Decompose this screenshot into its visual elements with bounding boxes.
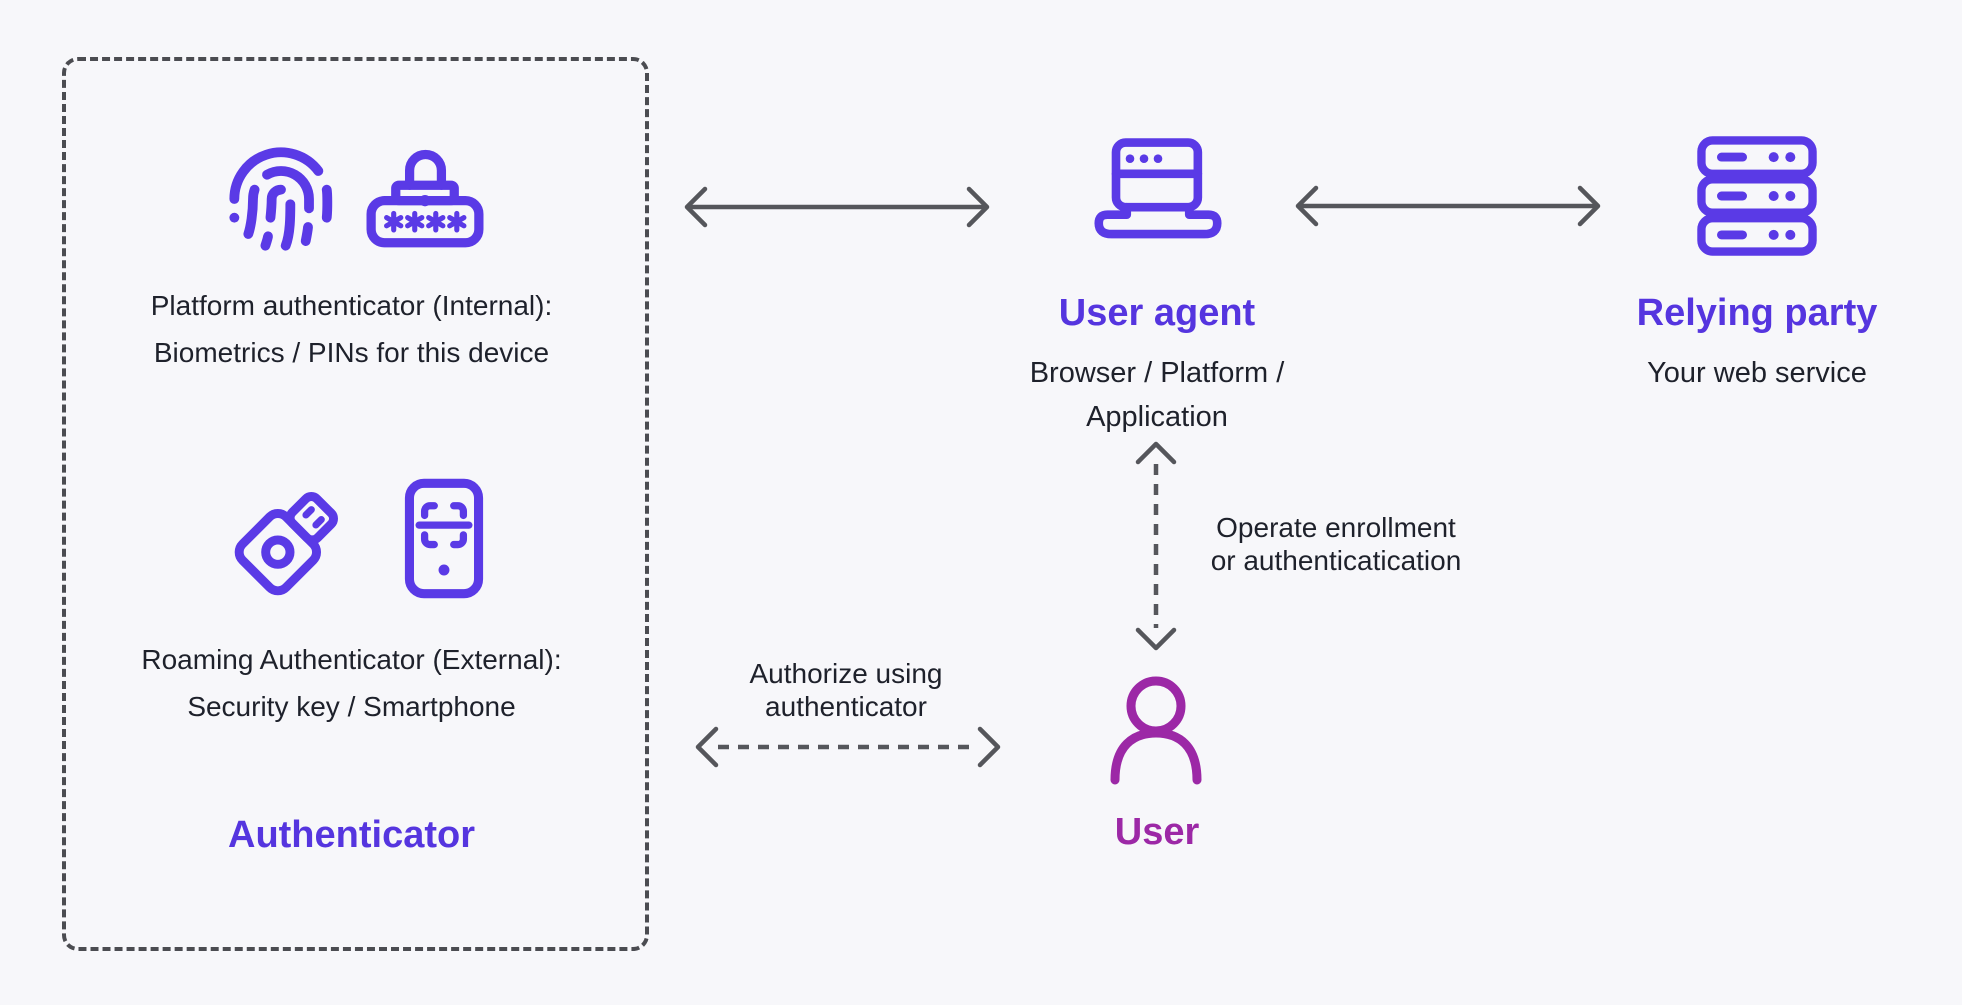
operate-label-line2: or authenticatication [1210,545,1462,576]
arrow-useragent-user [1135,441,1177,651]
roaming-line2: Security key / Smartphone [187,691,516,722]
password-lock-icon [366,149,484,248]
authenticator-title: Authenticator [228,814,475,856]
relying-party-title: Relying party [1636,292,1878,334]
authorize-label: Authorize using authenticator [696,657,996,723]
authenticator-box [62,57,649,951]
person-icon [1110,676,1202,785]
authorize-label-line1: Authorize using [749,658,943,689]
user-agent-subtitle: Browser / Platform / Application [1029,357,1285,433]
arrow-authenticator-user [695,726,1001,768]
browser-icon [1094,138,1222,239]
platform-line1: Platform authenticator (Internal): [150,290,553,321]
roaming-authenticator-text: Roaming Authenticator (External): Securi… [62,636,641,730]
usb-key-icon [234,492,338,596]
relying-party-subtitle: Your web service [1647,357,1867,389]
roaming-line1: Roaming Authenticator (External): [141,644,562,675]
fingerprint-icon [229,147,333,251]
arrow-useragent-relyingparty [1295,185,1601,227]
server-icon [1697,136,1817,256]
operate-enrollment-label: Operate enrollment or authenticatication [1186,511,1486,577]
platform-authenticator-text: Platform authenticator (Internal): Biome… [62,282,641,376]
smartphone-scan-icon [404,478,484,599]
operate-label-line1: Operate enrollment [1216,512,1456,543]
user-agent-title: User agent [1058,292,1256,334]
platform-line2: Biometrics / PINs for this device [153,337,550,368]
arrow-authenticator-useragent [684,186,990,228]
user-title: User [1114,811,1200,853]
authorize-label-line2: authenticator [765,691,927,722]
